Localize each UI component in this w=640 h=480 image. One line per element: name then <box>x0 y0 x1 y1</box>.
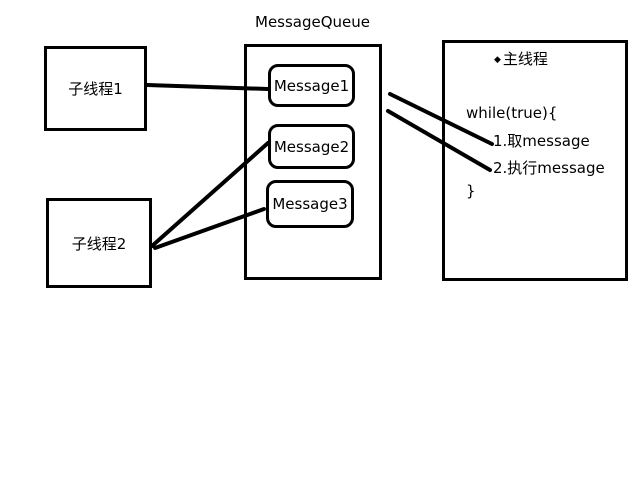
bullet-icon: ◆ <box>494 55 501 65</box>
code-step-2: 2.执行message <box>493 159 605 177</box>
main-thread-title: ◆主线程 <box>494 48 548 69</box>
message-queue-box <box>244 44 382 280</box>
sub-thread-1-label: 子线程1 <box>68 80 123 98</box>
message-3-node: Message3 <box>266 180 354 228</box>
sub-thread-2-box: 子线程2 <box>46 198 152 288</box>
sub-thread-2-label: 子线程2 <box>71 234 127 253</box>
main-thread-title-text: 主线程 <box>502 50 548 68</box>
connector-queue-main-lower <box>386 109 492 172</box>
message-queue-title: MessageQueue <box>255 13 371 31</box>
code-loop-open: while(true){ <box>466 104 558 122</box>
message-3-label: Message3 <box>272 195 348 213</box>
connector-thread1-message1 <box>145 83 270 91</box>
message-1-label: Message1 <box>273 76 350 95</box>
message-2-label: Message2 <box>273 137 350 156</box>
message-2-node: Message2 <box>268 124 355 169</box>
main-thread-box <box>442 40 628 281</box>
sub-thread-1-box: 子线程1 <box>44 46 147 131</box>
message-1-node: Message1 <box>268 64 355 107</box>
connector-thread2-message2 <box>150 141 270 248</box>
code-step-1: 1.取message <box>493 132 590 150</box>
code-loop-close: } <box>466 182 476 200</box>
connector-queue-main-upper <box>388 92 494 146</box>
